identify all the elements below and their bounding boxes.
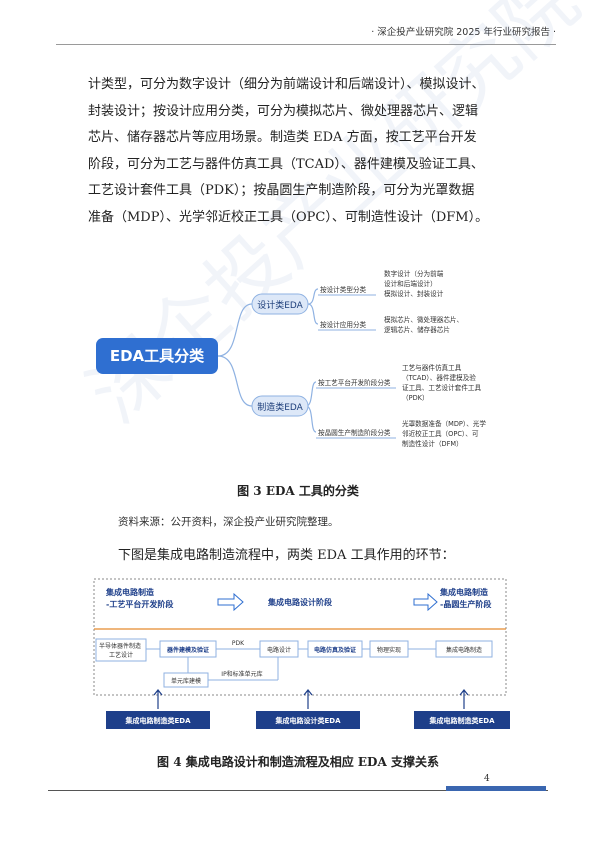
leaf-wafer-production: 光罩数据准备（MDP）、光学 邻近校正工具（OPC）、可 制造性设计（DFM） <box>402 419 488 448</box>
box-circuit-simulation: 电路仿真及验证 <box>314 646 356 654</box>
stage-wafer-production: 集成电路制造 -晶圆生产阶段 <box>439 587 491 609</box>
root-label: EDA工具分类 <box>110 347 205 365</box>
box-cell-library: 单元库建模 <box>171 677 201 685</box>
box-physical-implementation: 物理实现 <box>377 646 401 654</box>
figure-4-intro: 下图是集成电路制造流程中，两类 EDA 工具作用的环节： <box>118 548 455 563</box>
root-node <box>96 338 218 374</box>
manufacture-node <box>251 395 309 417</box>
design-node <box>251 293 309 315</box>
header-rule <box>56 44 556 45</box>
eda-bar-2 <box>256 711 360 729</box>
branch-wafer-production: 按晶圆生产制造阶段分类 <box>318 428 391 437</box>
footer-rule <box>48 790 548 791</box>
leaf-process-platform: 工艺与器件仿真工具 （TCAD）、器件建模及验 证工具、工艺设计套件工具 （PD… <box>402 363 483 402</box>
page-number: 4 <box>484 774 490 784</box>
flow-arrow-2 <box>413 592 438 612</box>
footer-accent-bar <box>446 786 546 791</box>
eda-bar-3 <box>414 711 510 729</box>
branch-design-type: 按设计类型分类 <box>320 285 367 294</box>
paragraph-line: 阶段，可分为工艺与器件仿真工具（TCAD）、器件建模及验证工具、 <box>88 156 484 172</box>
figure-4-caption: 图 4 集成电路设计和制造流程及相应 EDA 支撑关系 <box>157 755 439 769</box>
stage-process-platform: 集成电路制造 -工艺平台开发阶段 <box>105 587 173 609</box>
design-label: 设计类EDA <box>257 299 303 311</box>
paragraph-line: 封装设计；按设计应用分类，可分为模拟芯片、微处理器芯片、逻辑 <box>88 103 479 119</box>
flow-arrow-1 <box>217 592 244 612</box>
leaf-design-type: 数字设计（分为前端 设计和后端设计） 模拟设计、封装设计 <box>384 269 445 298</box>
stage-design: 集成电路设计阶段 <box>267 597 332 607</box>
eda-bar-2-label: 集成电路设计类EDA <box>274 716 341 725</box>
branch-process-platform: 按工艺平台开发阶段分类 <box>318 378 391 387</box>
eda-classification-diagram: EDA工具分类 设计类EDA 制造类EDA 按设计类型分类 按设计应用分类 按工… <box>96 269 488 448</box>
label-ip-library: IP和标准单元库 <box>221 670 262 678</box>
leaf-design-application: 模拟芯片、微处理器芯片、 逻辑芯片、储存器芯片 <box>384 315 465 334</box>
paragraph-line: 准备（MDP）、光学邻近校正工具（OPC）、可制造性设计（DFM）。 <box>88 209 489 225</box>
branch-design-application: 按设计应用分类 <box>320 320 367 329</box>
paragraph-line: 芯片、储存器芯片等应用场景。制造类 EDA 方面，按工艺平台开发 <box>88 130 477 145</box>
paragraph-line: 计类型，可分为数字设计（细分为前端设计和后端设计）、模拟设计、 <box>88 77 485 92</box>
eda-bar-3-label: 集成电路制造类EDA <box>428 716 495 725</box>
figure-source-note: 资料来源：公开资料，深企投产业研究院整理。 <box>118 516 339 528</box>
box-ic-manufacturing: 集成电路制造 <box>446 646 482 654</box>
paragraph-line: 工艺设计套件工具（PDK）；按晶圆生产制造阶段，可分为光罩数据 <box>88 183 475 198</box>
box-semiconductor-process: 半导体器件制造 工艺设计 <box>99 642 143 659</box>
eda-bar-1-label: 集成电路制造类EDA <box>124 716 191 725</box>
eda-bar-1 <box>106 711 210 729</box>
figure-3-caption: 图 3 EDA 工具的分类 <box>237 484 359 498</box>
manufacture-label: 制造类EDA <box>257 401 303 413</box>
label-pdk: PDK <box>232 640 245 647</box>
box-device-modeling: 器件建模及验证 <box>166 646 209 654</box>
box-circuit-design: 电路设计 <box>267 646 291 654</box>
running-header: · 深企投产业研究院 2025 年行业研究报告 · <box>371 27 556 38</box>
ic-flow-diagram: 集成电路制造 -工艺平台开发阶段 集成电路设计阶段 集成电路制造 -晶圆生产阶段… <box>93 578 510 729</box>
body-paragraph: 计类型，可分为数字设计（细分为前端设计和后端设计）、模拟设计、 封装设计；按设计… <box>88 72 518 231</box>
